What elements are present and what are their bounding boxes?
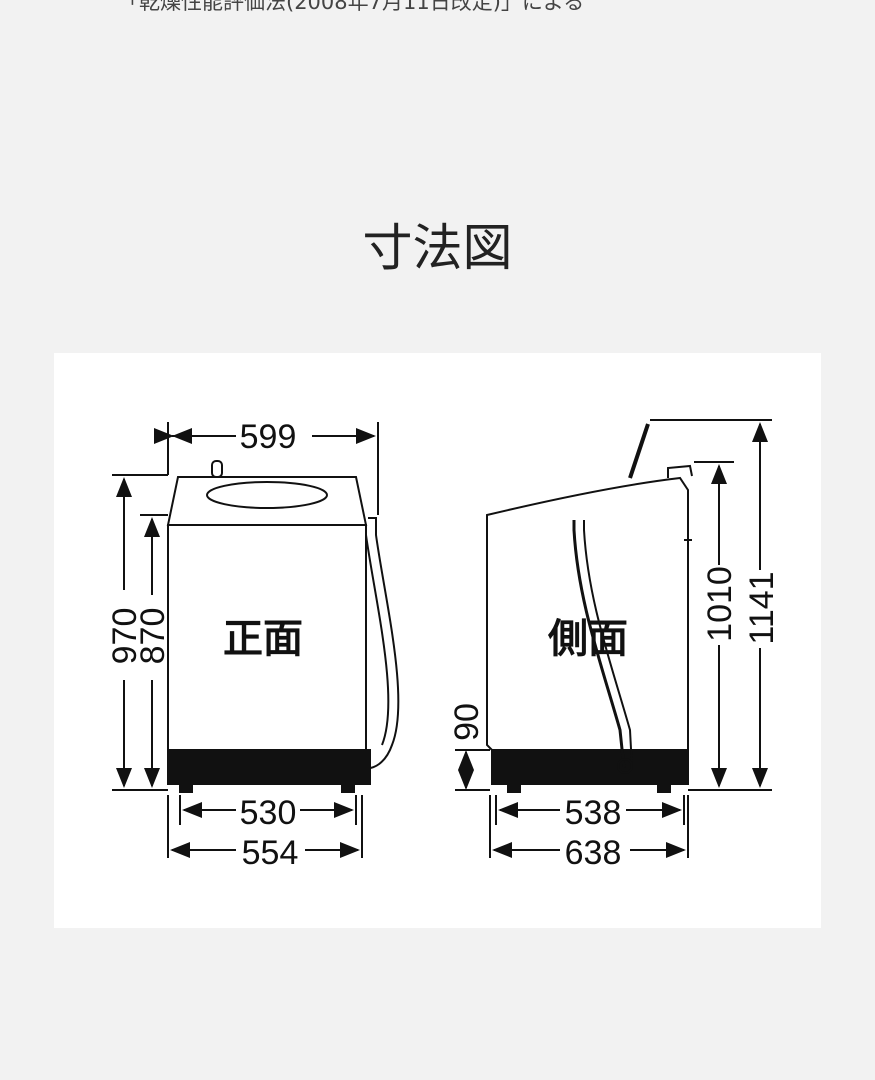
side-base-height: 90 bbox=[448, 703, 486, 741]
footnote-text: 「乾燥性能評価法(2008年7月11日改定)」による bbox=[118, 0, 585, 14]
side-view-drawing bbox=[486, 423, 693, 793]
side-height-total: 1141 bbox=[743, 571, 781, 644]
side-inner-depth: 538 bbox=[565, 794, 622, 832]
front-width-top: 599 bbox=[240, 418, 297, 456]
front-height-total: 970 bbox=[106, 608, 144, 665]
section-title: 寸法図 bbox=[362, 219, 513, 277]
side-height-body: 1010 bbox=[701, 566, 739, 642]
side-label: 側面 bbox=[547, 617, 628, 661]
front-outer-width: 554 bbox=[242, 834, 299, 872]
front-inner-width: 530 bbox=[240, 794, 297, 832]
side-outer-depth: 638 bbox=[565, 834, 622, 872]
dimension-diagram: 599 970 870 530 554 正面 1141 1010 90 5 bbox=[54, 353, 821, 928]
front-label: 正面 bbox=[223, 617, 303, 661]
front-height-body: 870 bbox=[134, 608, 172, 665]
front-view-drawing bbox=[166, 460, 400, 793]
